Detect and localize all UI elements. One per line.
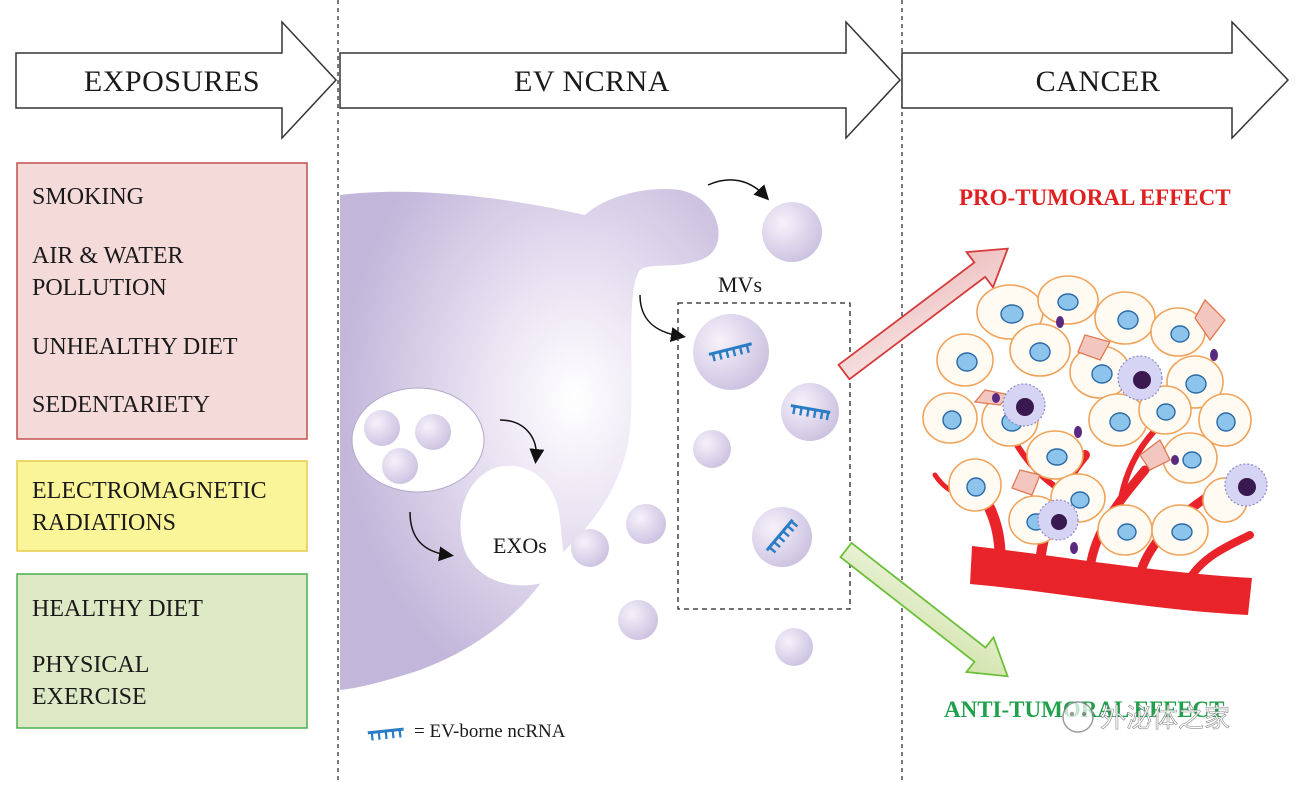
ncrna-vesicle xyxy=(781,383,839,441)
exosome xyxy=(618,600,658,640)
watermark: 外泌体之家 xyxy=(1062,701,1230,734)
ncrna-vesicle xyxy=(752,507,812,567)
exposure-pollution: POLLUTION xyxy=(32,275,167,301)
watermark-text: 外泌体之家 xyxy=(1100,704,1230,734)
anti-tumoral-arrow xyxy=(839,541,1009,678)
header-arrow-cancer: CANCER xyxy=(901,20,1290,140)
stromal-nuclei xyxy=(992,316,1218,554)
header-arrow-ev-ncrna: EV NCRNA xyxy=(339,20,902,140)
intraluminal-vesicle xyxy=(364,410,400,446)
uncertain-exposures-box: ELECTROMAGNETIC RADIATIONS xyxy=(16,460,308,552)
exosome-release-pocket xyxy=(460,465,565,586)
exos-label: EXOs xyxy=(493,533,547,558)
chat-bubble-icon xyxy=(1062,701,1094,733)
exosome xyxy=(693,430,731,468)
header-arrow-exposures: EXPOSURES xyxy=(15,20,338,140)
process-arrow xyxy=(639,294,686,342)
exposure-smoking: SMOKING xyxy=(32,184,144,210)
exposure-sedentariety: SEDENTARIETY xyxy=(32,392,210,418)
exosome xyxy=(571,529,609,567)
ncrna-vesicle xyxy=(693,314,769,390)
header-exposures: EXPOSURES xyxy=(84,65,260,98)
secreting-cell: EXOs xyxy=(340,189,719,691)
mvs-label: MVs xyxy=(718,272,762,297)
ncrna-legend: = EV-borne ncRNA xyxy=(367,721,566,742)
beneficial-exposures-box: HEALTHY DIET PHYSICAL EXERCISE xyxy=(16,573,308,729)
intraluminal-vesicle xyxy=(382,448,418,484)
exposure-healthy-diet: HEALTHY DIET xyxy=(32,596,203,622)
process-arrow xyxy=(499,419,545,464)
pro-tumoral-label: PRO-TUMORAL EFFECT xyxy=(959,185,1231,210)
exposure-physical: PHYSICAL xyxy=(32,652,149,678)
exposure-air-water: AIR & WATER xyxy=(32,243,184,269)
harmful-exposures-box: SMOKING AIR & WATER POLLUTION UNHEALTHY … xyxy=(16,162,308,440)
pro-tumoral-arrow xyxy=(837,247,1010,381)
tumor-nuclei xyxy=(942,293,1236,541)
immune-cells xyxy=(1002,355,1268,541)
exposure-unhealthy-diet: UNHEALTHY DIET xyxy=(32,334,238,360)
exposure-exercise: EXERCISE xyxy=(32,684,147,710)
exosome xyxy=(775,628,813,666)
exposure-electromagnetic: ELECTROMAGNETIC xyxy=(32,478,267,504)
ncrna-icon xyxy=(367,727,404,741)
exposure-radiations: RADIATIONS xyxy=(32,510,176,536)
legend-text: = EV-borne ncRNA xyxy=(414,721,566,742)
process-arrow xyxy=(707,179,770,201)
microvesicle xyxy=(762,202,822,262)
tumor-illustration xyxy=(922,275,1268,615)
intraluminal-vesicle xyxy=(415,414,451,450)
exosome xyxy=(626,504,666,544)
process-arrow xyxy=(409,511,454,562)
ev-cargo-box xyxy=(677,302,851,610)
header-ev-ncrna: EV NCRNA xyxy=(514,65,670,98)
header-cancer: CANCER xyxy=(1036,65,1161,98)
